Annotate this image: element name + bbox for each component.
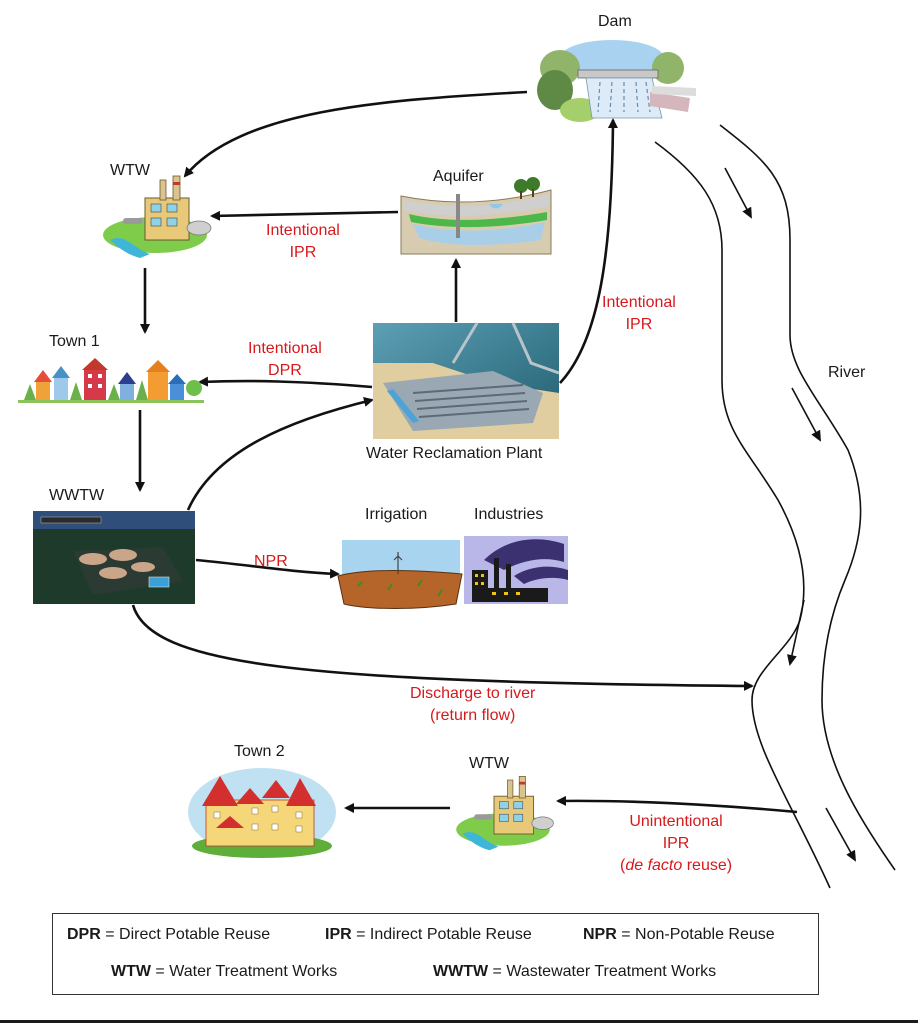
edge-aquifer-to-wtw xyxy=(210,210,399,221)
flow-label-river-to-wtw: Unintentional IPR (de facto reuse) xyxy=(620,813,733,874)
node-label-wrp: Water Reclamation Plant xyxy=(366,445,543,462)
edge-dam-to-wtw xyxy=(183,90,528,178)
flow-label-aquifer-to-wtw: Intentional IPR xyxy=(266,222,340,261)
river-flow-arrow xyxy=(825,807,856,862)
wastewater-plant-photo[interactable] xyxy=(33,511,195,604)
dam-icon[interactable] xyxy=(537,40,696,122)
edge-river-to-wtw xyxy=(556,795,798,814)
flow-edges xyxy=(131,90,798,814)
river-flow-arrow xyxy=(724,167,752,219)
node-label-wtw-top: WTW xyxy=(110,162,150,179)
river-flow-arrow xyxy=(787,599,805,666)
node-label-town2: Town 2 xyxy=(234,743,285,760)
water-treatment-works-icon[interactable] xyxy=(103,175,212,258)
edge-wwtw-to-river xyxy=(131,604,754,691)
town-houses-icon[interactable] xyxy=(18,358,204,403)
river xyxy=(654,124,896,889)
node-label-industries: Industries xyxy=(474,506,544,523)
abbreviation-legend: DPR = Direct Potable Reuse IPR = Indirec… xyxy=(52,913,819,995)
legend-item-npr: NPR = Non-Potable Reuse xyxy=(583,926,775,943)
flow-label-wrp-to-dam: Intentional IPR xyxy=(602,294,676,333)
river-bank-right xyxy=(719,124,896,871)
flow-label-wwtw-to-river: Discharge to river (return flow) xyxy=(410,685,536,724)
flow-label-wrp-to-town1: Intentional DPR xyxy=(248,340,322,379)
water-treatment-works-icon[interactable] xyxy=(456,776,554,851)
node-label-dam: Dam xyxy=(598,13,632,30)
edge-wrp-to-town1 xyxy=(198,376,373,389)
legend-item-wwtw: WWTW = Wastewater Treatment Works xyxy=(433,963,717,980)
legend-item-wtw: WTW = Water Treatment Works xyxy=(111,963,338,980)
edge-wwtw-to-wrp xyxy=(186,397,374,511)
edge-wrp-to-dam xyxy=(559,118,618,384)
aquifer-cross-section-icon[interactable] xyxy=(400,177,552,255)
node-label-town1: Town 1 xyxy=(49,333,100,350)
edge-wwtw-to-irrigation xyxy=(195,558,340,579)
node-label-wwtw: WWTW xyxy=(49,487,105,504)
bottom-divider xyxy=(0,1020,918,1023)
legend-item-ipr: IPR = Indirect Potable Reuse xyxy=(325,926,532,943)
river-bank-left xyxy=(654,141,831,889)
reclamation-plant-photo[interactable] xyxy=(373,322,560,439)
flow-label-wwtw-to-irrigation: NPR xyxy=(254,553,288,570)
node-label-wtw-bottom: WTW xyxy=(469,755,509,772)
factory-smoke-icon[interactable] xyxy=(464,536,568,604)
node-label-aquifer: Aquifer xyxy=(433,168,484,185)
river-flow-arrow xyxy=(791,387,821,442)
node-label-river: River xyxy=(828,364,866,381)
legend-item-dpr: DPR = Direct Potable Reuse xyxy=(67,926,271,943)
town-houses-icon[interactable] xyxy=(188,768,336,858)
node-label-irrigation: Irrigation xyxy=(365,506,428,523)
irrigation-field-icon[interactable] xyxy=(337,540,463,609)
